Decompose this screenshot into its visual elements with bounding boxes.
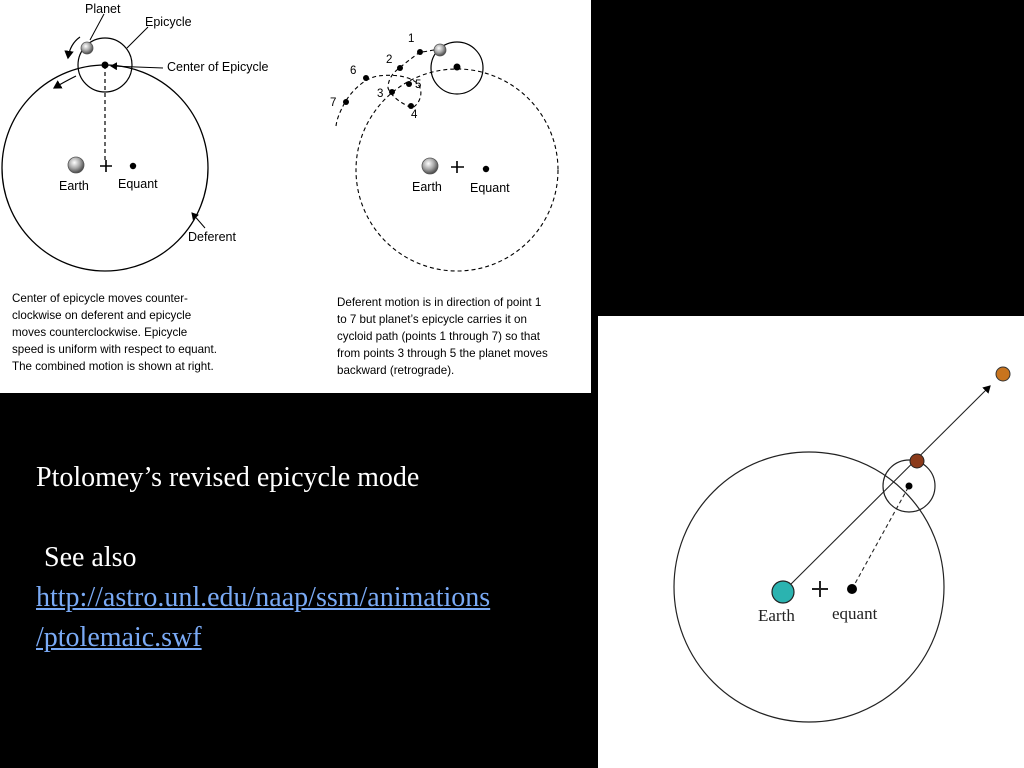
left-caption-line: clockwise on deferent and epicycle (12, 309, 191, 322)
point-label-1: 1 (408, 33, 414, 45)
dashed-deferent-circle (355, 68, 559, 272)
earth-to-planet-line (782, 385, 991, 593)
path-point-6 (363, 75, 369, 81)
equant-earth-cross (812, 581, 828, 597)
epicycle-diagrams-svg: Planet Epicycle Center of Epicycle Earth… (1, 2, 559, 377)
equant-diagram-svg: Earth equant (673, 366, 1011, 723)
ptolemaic-animation-link-continued[interactable]: /ptolemaic.swf (36, 622, 202, 653)
earth-ball (67, 156, 85, 174)
left-caption-line: moves counterclockwise. Epicycle (12, 326, 187, 339)
deferent-label: Deferent (188, 230, 236, 244)
equant-equant-label: equant (832, 604, 878, 623)
point-label-6: 6 (350, 65, 356, 77)
left-caption-line: Center of epicycle moves counter- (12, 292, 188, 305)
center-pointer-line (110, 62, 164, 71)
equant-deferent-circle (673, 451, 945, 723)
path-point-2 (397, 65, 403, 71)
point-label-7: 7 (330, 97, 336, 109)
see-also-label: See also (44, 542, 137, 573)
right-diagram: 1 2 3 4 5 6 7 Earth Equant Deferent moti… (330, 33, 559, 377)
epicycle-label: Epicycle (145, 15, 192, 29)
right-equant-label: Equant (470, 181, 510, 195)
path-point-4 (408, 103, 414, 109)
deferent-motion-arrow (52, 75, 77, 89)
equant-dot (129, 162, 137, 170)
earth-label: Earth (59, 179, 89, 193)
epicycle-pointer-line (126, 26, 149, 49)
path-point-3 (389, 89, 395, 95)
right-earth-label: Earth (412, 180, 442, 194)
cycloid-path (335, 49, 435, 127)
equant-epicycle-circle (882, 459, 936, 513)
right-earth-ball (421, 157, 439, 175)
center-of-epicycle-label: Center of Epicycle (167, 60, 268, 74)
planet-on-epicycle (909, 453, 925, 469)
distant-planet (995, 366, 1011, 382)
planet-ball (80, 41, 94, 55)
point-label-4: 4 (411, 109, 418, 121)
ptolemaic-animation-link[interactable]: http://astro.unl.edu/naap/ssm/animations (36, 582, 491, 613)
deferent-pointer-line (191, 212, 206, 229)
left-caption-line: speed is uniform with respect to equant. (12, 343, 217, 356)
left-diagram: Planet Epicycle Center of Epicycle Earth… (1, 2, 268, 373)
center-of-epicycle-dot (101, 61, 109, 69)
epicycle-motion-arrow (64, 36, 81, 60)
point-label-5: 5 (415, 79, 421, 91)
right-caption-line: Deferent motion is in direction of point… (337, 296, 541, 309)
left-caption-line: The combined motion is shown at right. (12, 360, 214, 373)
right-equant-dot (482, 165, 490, 173)
right-caption-line: cycloid path (points 1 through 7) so tha… (337, 330, 541, 343)
point-label-3: 3 (377, 88, 383, 100)
path-point-1 (417, 49, 423, 55)
epicycle-diagram-panel: Planet Epicycle Center of Epicycle Earth… (0, 0, 591, 393)
equant-label: Equant (118, 177, 158, 191)
equant-diagram-panel: Earth equant (598, 316, 1024, 768)
right-caption-line: from points 3 through 5 the planet moves (337, 347, 548, 360)
path-point-5 (406, 81, 412, 87)
equant-to-epicycle-dashed-line (851, 485, 910, 590)
right-earth-center-cross (451, 161, 464, 173)
slide-title: Ptolomey’s revised epicycle mode (36, 462, 420, 493)
earth-teal-ball (771, 580, 795, 604)
earth-center-cross (100, 160, 112, 172)
right-epicycle-center-dot (453, 63, 461, 71)
right-epicycle-circle (430, 41, 484, 95)
point-label-2: 2 (386, 54, 392, 66)
right-caption-line: to 7 but planet’s epicycle carries it on (337, 313, 527, 326)
equant-earth-label: Earth (758, 606, 795, 625)
planet-pointer-line (89, 13, 105, 41)
right-planet-ball (433, 43, 447, 57)
planet-label: Planet (85, 2, 121, 16)
path-point-7 (343, 99, 349, 105)
equant-point-dot (847, 584, 857, 594)
epicycle-circle (77, 37, 133, 93)
slide-text-block: Ptolomey’s revised epicycle mode See als… (36, 458, 596, 658)
right-caption-line: backward (retrograde). (337, 364, 454, 377)
epicycle-center-dot (905, 482, 913, 490)
